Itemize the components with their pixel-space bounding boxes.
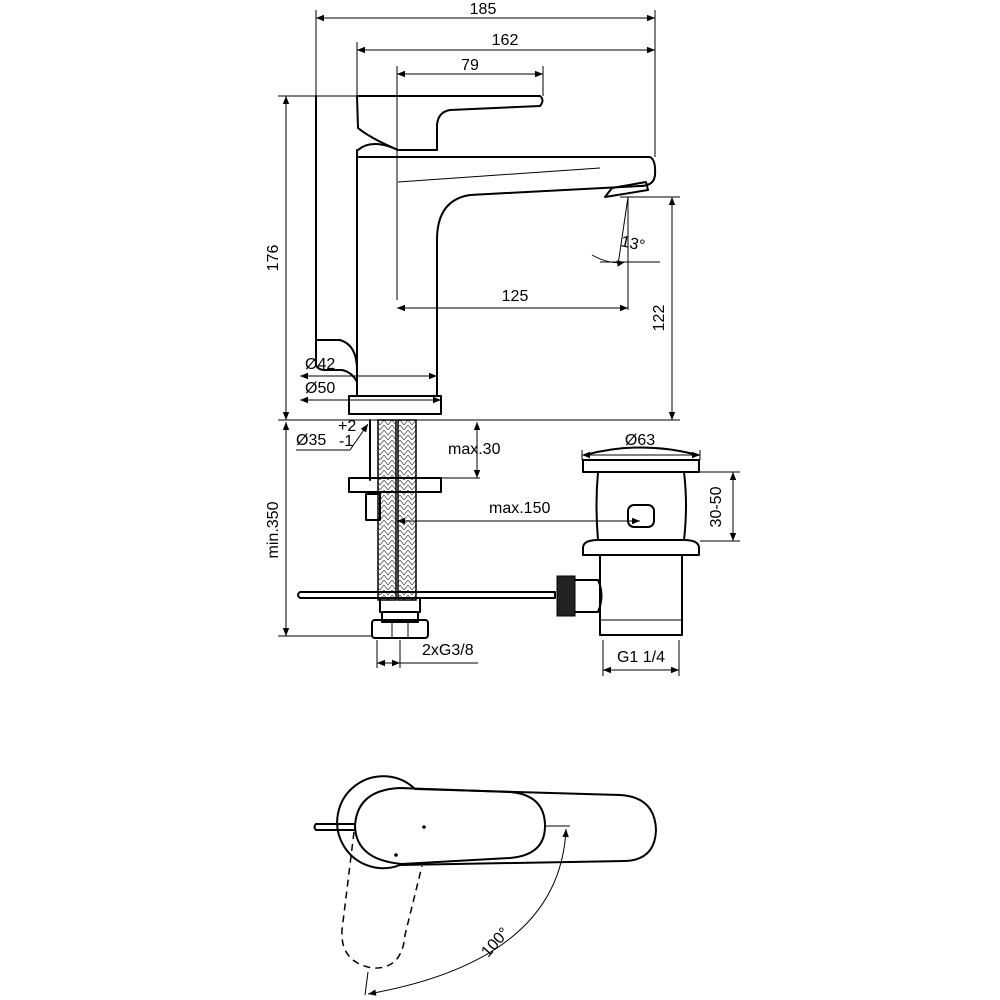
dim-max-deck: max.30: [448, 441, 501, 458]
dim-spout-angle: 13°: [619, 233, 646, 255]
faucet-top-view: 100°: [313, 775, 657, 996]
dim-waste-diameter: Ø63: [625, 432, 655, 449]
dim-waste-thread: G1 1/4: [617, 649, 665, 666]
dim-spout-length: 162: [492, 32, 519, 49]
dim-total-length: 185: [470, 1, 497, 18]
faucet-side-view: [297, 95, 657, 639]
dim-max-distance: max.150: [489, 500, 550, 517]
waste-valve: [556, 446, 700, 636]
dim-hole-tol-minus: -1: [339, 433, 353, 450]
dim-hose-connection: 2xG3/8: [422, 642, 474, 659]
dim-projection: 125: [502, 288, 529, 305]
dim-total-height: 176: [265, 245, 282, 272]
dimension-lines: [278, 10, 740, 676]
dim-spout-height: 122: [651, 305, 668, 332]
dim-base-diameter: Ø50: [305, 380, 335, 397]
dim-waste-range: 30-50: [708, 486, 725, 527]
dim-body-diameter: Ø42: [305, 356, 335, 373]
dim-handle-rotation: 100°: [478, 925, 513, 961]
dim-hole-tol-plus: +2: [338, 418, 356, 435]
dim-min-hose: min.350: [265, 501, 282, 558]
dim-handle-length: 79: [461, 57, 479, 74]
dim-hole-diameter: Ø35: [296, 432, 326, 449]
dimension-labels: 185 162 79 176 122 125 13° Ø42 Ø50 Ø35 +…: [265, 1, 725, 666]
